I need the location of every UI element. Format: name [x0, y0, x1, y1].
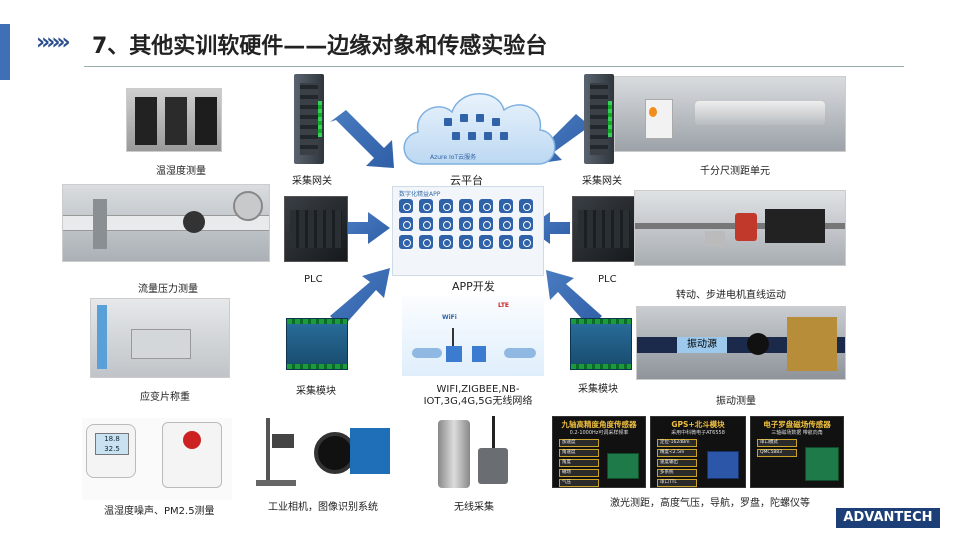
sensor-card-nine-axis: 九轴高精度角度传感器 0.2-1000Hz可调采样频率 加速度 角速度 角度 磁…: [552, 416, 646, 488]
strain-weigh-photo: [90, 298, 230, 378]
app-tile-icon: [499, 217, 513, 231]
app-tile-icon: [419, 199, 433, 213]
advantech-logo: ADVANTECH: [836, 508, 940, 528]
humidity-reading-2: 32.5: [104, 445, 120, 453]
noise-pm-photo: 18.8 32.5: [82, 418, 232, 500]
sensor-item: 角度: [559, 459, 599, 467]
sensor-item: 磁场: [559, 469, 599, 477]
arrow-plc-left: [348, 212, 390, 244]
sensor-card-gps: GPS+北斗模块 采用中科微电子AT6558 定位-162dBm 精度<2.5m…: [650, 416, 746, 488]
app-tile-icon: [419, 217, 433, 231]
caption-gateway-right: 采集网关: [582, 176, 622, 187]
app-tile-icon: [399, 217, 413, 231]
title-chevrons-icon: »»»: [36, 30, 71, 55]
arrow-gateway-left: [330, 110, 394, 168]
module-left-device: [286, 318, 348, 370]
app-panel-label: 数字化精益APP: [399, 191, 441, 198]
app-tile-icon: [439, 199, 453, 213]
app-tile-icon: [419, 235, 433, 249]
sensor-item: 速度输出: [657, 459, 697, 467]
sensor-item: 定位-162dBm: [657, 439, 697, 447]
sensor-item: 串口模式: [757, 439, 797, 447]
plc-right-device: [572, 196, 636, 262]
micrometer-photo: [614, 76, 846, 152]
app-tile-icon: [479, 235, 493, 249]
camera-photo: [250, 410, 400, 494]
app-tile-icon: [459, 199, 473, 213]
caption-motor: 转动、步进电机直线运动: [676, 290, 786, 301]
sensor-item: 串口TTL: [657, 479, 697, 487]
temp-humidity-photo: [126, 88, 222, 152]
sensor-subtitle: 0.2-1000Hz可调采样频率: [569, 430, 629, 436]
caption-camera: 工业相机，图像识别系统: [268, 502, 378, 513]
wireless-collect-photo: [432, 412, 518, 494]
sensor-subtitle: 三轴磁场数据 带航向角: [771, 430, 823, 436]
caption-cloud: 云平台: [450, 174, 483, 187]
caption-strain-weigh: 应变片称重: [140, 392, 190, 403]
motor-photo: [634, 190, 846, 266]
sensor-item: 多系统: [657, 469, 697, 477]
sensor-chip: [805, 447, 839, 481]
module-right-device: [570, 318, 632, 370]
sensor-item: QMC5883: [757, 449, 797, 457]
sensor-subtitle: 采用中科微电子AT6558: [671, 430, 725, 436]
app-tile-icon: [499, 199, 513, 213]
caption-plc-left: PLC: [304, 274, 323, 285]
caption-module-right: 采集模块: [578, 384, 618, 395]
sensor-item: 角速度: [559, 449, 599, 457]
sensor-card-compass: 电子罗盘磁场传感器 三轴磁场数据 带航向角 串口模式 QMC5883: [750, 416, 844, 488]
caption-vibration: 振动测量: [716, 396, 756, 407]
gateway-right-device: [584, 74, 614, 164]
sensor-chip: [607, 453, 639, 479]
caption-wireless-collect: 无线采集: [454, 502, 494, 513]
app-tile-icon: [519, 199, 533, 213]
caption-gateway-left: 采集网关: [292, 176, 332, 187]
app-tile-icon: [459, 235, 473, 249]
cloud-icon: [403, 93, 556, 165]
title-divider: [84, 66, 904, 67]
humidity-reading-1: 18.8: [104, 435, 120, 443]
caption-sensors: 激光测距，高度气压，导航，罗盘，陀螺仪等: [610, 498, 810, 509]
app-tile-icon: [399, 235, 413, 249]
accent-bar: [0, 24, 10, 80]
caption-plc-right: PLC: [598, 274, 617, 285]
app-tile-icon: [439, 217, 453, 231]
app-tile-icon: [479, 217, 493, 231]
app-tile-icon: [399, 199, 413, 213]
cloud-platform: Azure IoT云服务: [394, 78, 562, 178]
caption-app-dev: APP开发: [452, 280, 495, 293]
sensor-item: 精度<2.5m: [657, 449, 697, 457]
sensor-chip: [707, 451, 739, 479]
caption-flow-pressure: 流量压力测量: [138, 284, 198, 295]
caption-module-left: 采集模块: [296, 386, 336, 397]
slide-title: 7、其他实训软硬件——边缘对象和传感实验台: [92, 34, 548, 59]
sensor-title: 电子罗盘磁场传感器: [763, 420, 831, 429]
vibration-tag-label: 振动源: [677, 337, 727, 353]
wifi-label: WiFi: [442, 314, 457, 321]
app-tile-icon: [519, 235, 533, 249]
plc-left-device: [284, 196, 348, 262]
sensor-title: 九轴高精度角度传感器: [561, 420, 637, 429]
app-tile-icon: [479, 199, 493, 213]
wireless-network-diagram: LTE WiFi: [402, 296, 544, 376]
caption-network: WIFI,ZIGBEE,NB-IOT,3G,4G,5G无线网络: [423, 384, 533, 407]
app-tile-icon: [519, 217, 533, 231]
caption-temp-humidity: 温湿度测量: [156, 166, 206, 177]
app-tile-icon: [439, 235, 453, 249]
app-panel: 数字化精益APP: [392, 186, 544, 276]
app-tile-icon: [499, 235, 513, 249]
lte-label: LTE: [498, 302, 510, 309]
sensor-item: 加速度: [559, 439, 599, 447]
app-tile-icon: [459, 217, 473, 231]
flow-pressure-photo: [62, 184, 270, 262]
vibration-photo: 振动源: [636, 306, 846, 380]
caption-noise-pm: 温湿度噪声、PM2.5测量: [104, 506, 215, 517]
cloud-panel-label: Azure IoT云服务: [430, 154, 477, 161]
gateway-left-device: [294, 74, 324, 164]
caption-micrometer: 千分尺测距单元: [700, 166, 770, 177]
sensor-item: 气压: [559, 479, 599, 487]
sensor-title: GPS+北斗模块: [671, 420, 725, 429]
